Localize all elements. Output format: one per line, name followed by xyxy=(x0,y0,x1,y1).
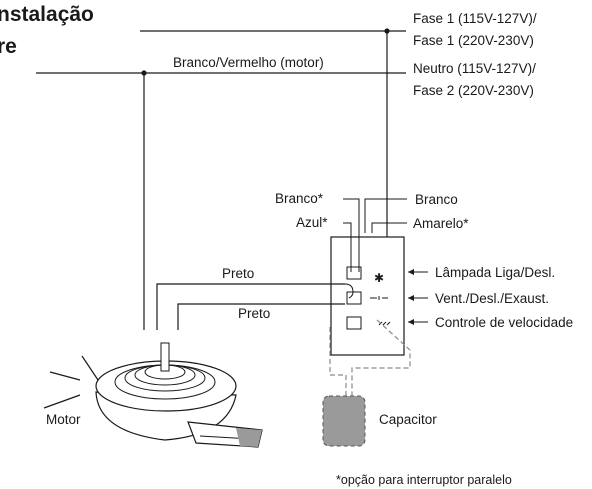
preto-wire-1 xyxy=(156,283,345,330)
branco-star-wire xyxy=(343,198,360,272)
supply-line-2a: Neutro (115V-127V)/ xyxy=(413,61,536,76)
branco-label: Branco xyxy=(415,192,458,207)
motor xyxy=(43,342,263,448)
vent-switch-label: Vent./Desl./Exaust. xyxy=(435,291,549,306)
azul-star-wire xyxy=(343,222,352,272)
title-line-2: re xyxy=(0,35,17,58)
speed-switch xyxy=(346,316,362,330)
fan-switch xyxy=(346,291,362,305)
speed-arrowhead xyxy=(408,319,414,325)
phase-drop-wire xyxy=(369,31,388,271)
supply-line-2b: Fase 2 (220V-230V) xyxy=(413,83,534,98)
preto-wire-1-end xyxy=(344,283,354,299)
amarelo-star-label: Amarelo* xyxy=(413,216,469,231)
amarelo-star-wire xyxy=(371,222,407,233)
preto-label-1: Preto xyxy=(222,266,254,281)
vent-arrowhead xyxy=(408,295,414,301)
speed-switch-label: Controle de velocidade xyxy=(435,315,573,330)
branco-wire xyxy=(364,198,407,233)
motor-label: Motor xyxy=(46,412,81,427)
switch-plate xyxy=(330,236,405,356)
supply-line-1a: Fase 1 (115V-127V)/ xyxy=(413,11,537,26)
capacitor-wire-right xyxy=(351,319,411,397)
preto-wire-2 xyxy=(177,303,345,330)
capacitor-label: Capacitor xyxy=(379,412,437,427)
preto-label-2: Preto xyxy=(238,306,270,321)
branco-star-label: Branco* xyxy=(275,191,324,206)
footnote: *opção para interruptor paralelo xyxy=(336,473,512,487)
neutral-wire-label: Branco/Vermelho (motor) xyxy=(173,55,324,70)
title-line-1: nstalação xyxy=(0,3,94,26)
lamp-arrowhead xyxy=(408,269,414,275)
lamp-switch-label: Lâmpada Liga/Desl. xyxy=(435,265,555,280)
azul-star-label: Azul* xyxy=(296,215,328,230)
supply-line-1b: Fase 1 (220V-230V) xyxy=(413,33,534,48)
capacitor xyxy=(322,395,366,447)
lamp-star-icon: ✱ xyxy=(374,271,384,285)
fan-mode-icon xyxy=(370,296,388,300)
capacitor-wire-left xyxy=(329,327,347,397)
